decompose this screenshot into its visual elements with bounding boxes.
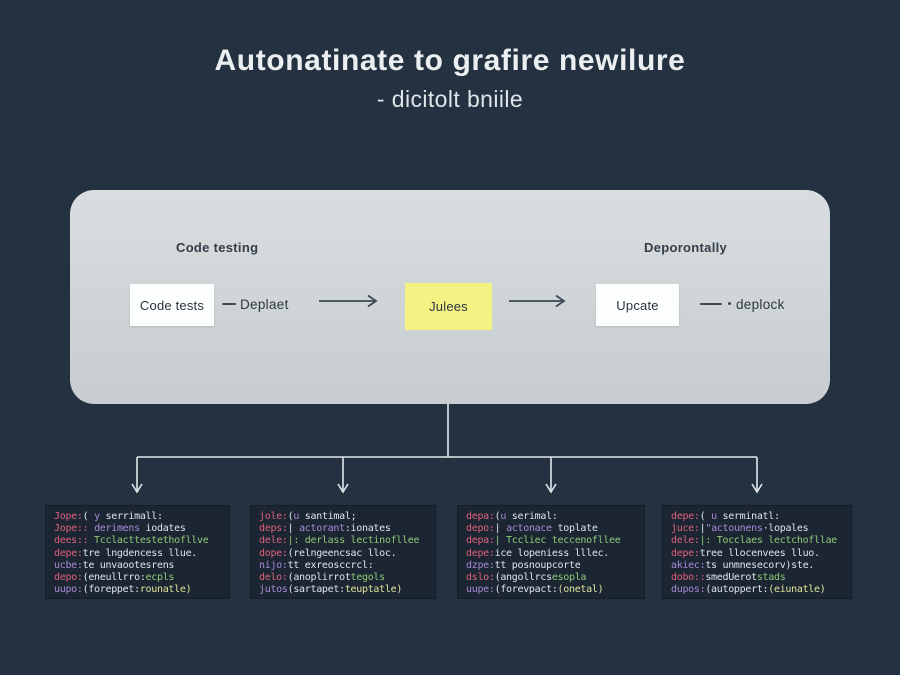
flowchart-panel: Code testing Deporontally Code tests Dep… [70,190,830,404]
arrow-right-icon [318,294,380,313]
dot-connector [728,302,731,305]
title-block: Autonatinate to grafire newilure - dicit… [0,44,900,113]
arrow-right-icon [508,294,568,313]
dash-connector [700,303,722,305]
stage-label-code-testing: Code testing [176,240,259,255]
code-snippet-4: depe:( u serminatl:juce:|"actounens·lopa… [662,505,852,599]
page-title: Autonatinate to grafire newilure [214,44,686,77]
flow-end-label: deplock [736,297,785,312]
flow-step-label: Deplaet [240,297,289,312]
flow-node-julees: Julees [405,283,492,330]
stage-label-deporontally: Deporontally [644,240,728,255]
page-subtitle: - dicitolt bniile [376,86,524,112]
dash-connector [222,303,236,305]
code-snippet-1: Jope:( y serrimall:Jope:: derimens iodat… [45,505,230,599]
flow-node-upcate: Upcate [596,284,679,326]
flow-node-code-tests: Code tests [130,284,214,326]
code-snippet-2: jole:(u santimal;deps:| actorant:ionates… [250,505,436,599]
